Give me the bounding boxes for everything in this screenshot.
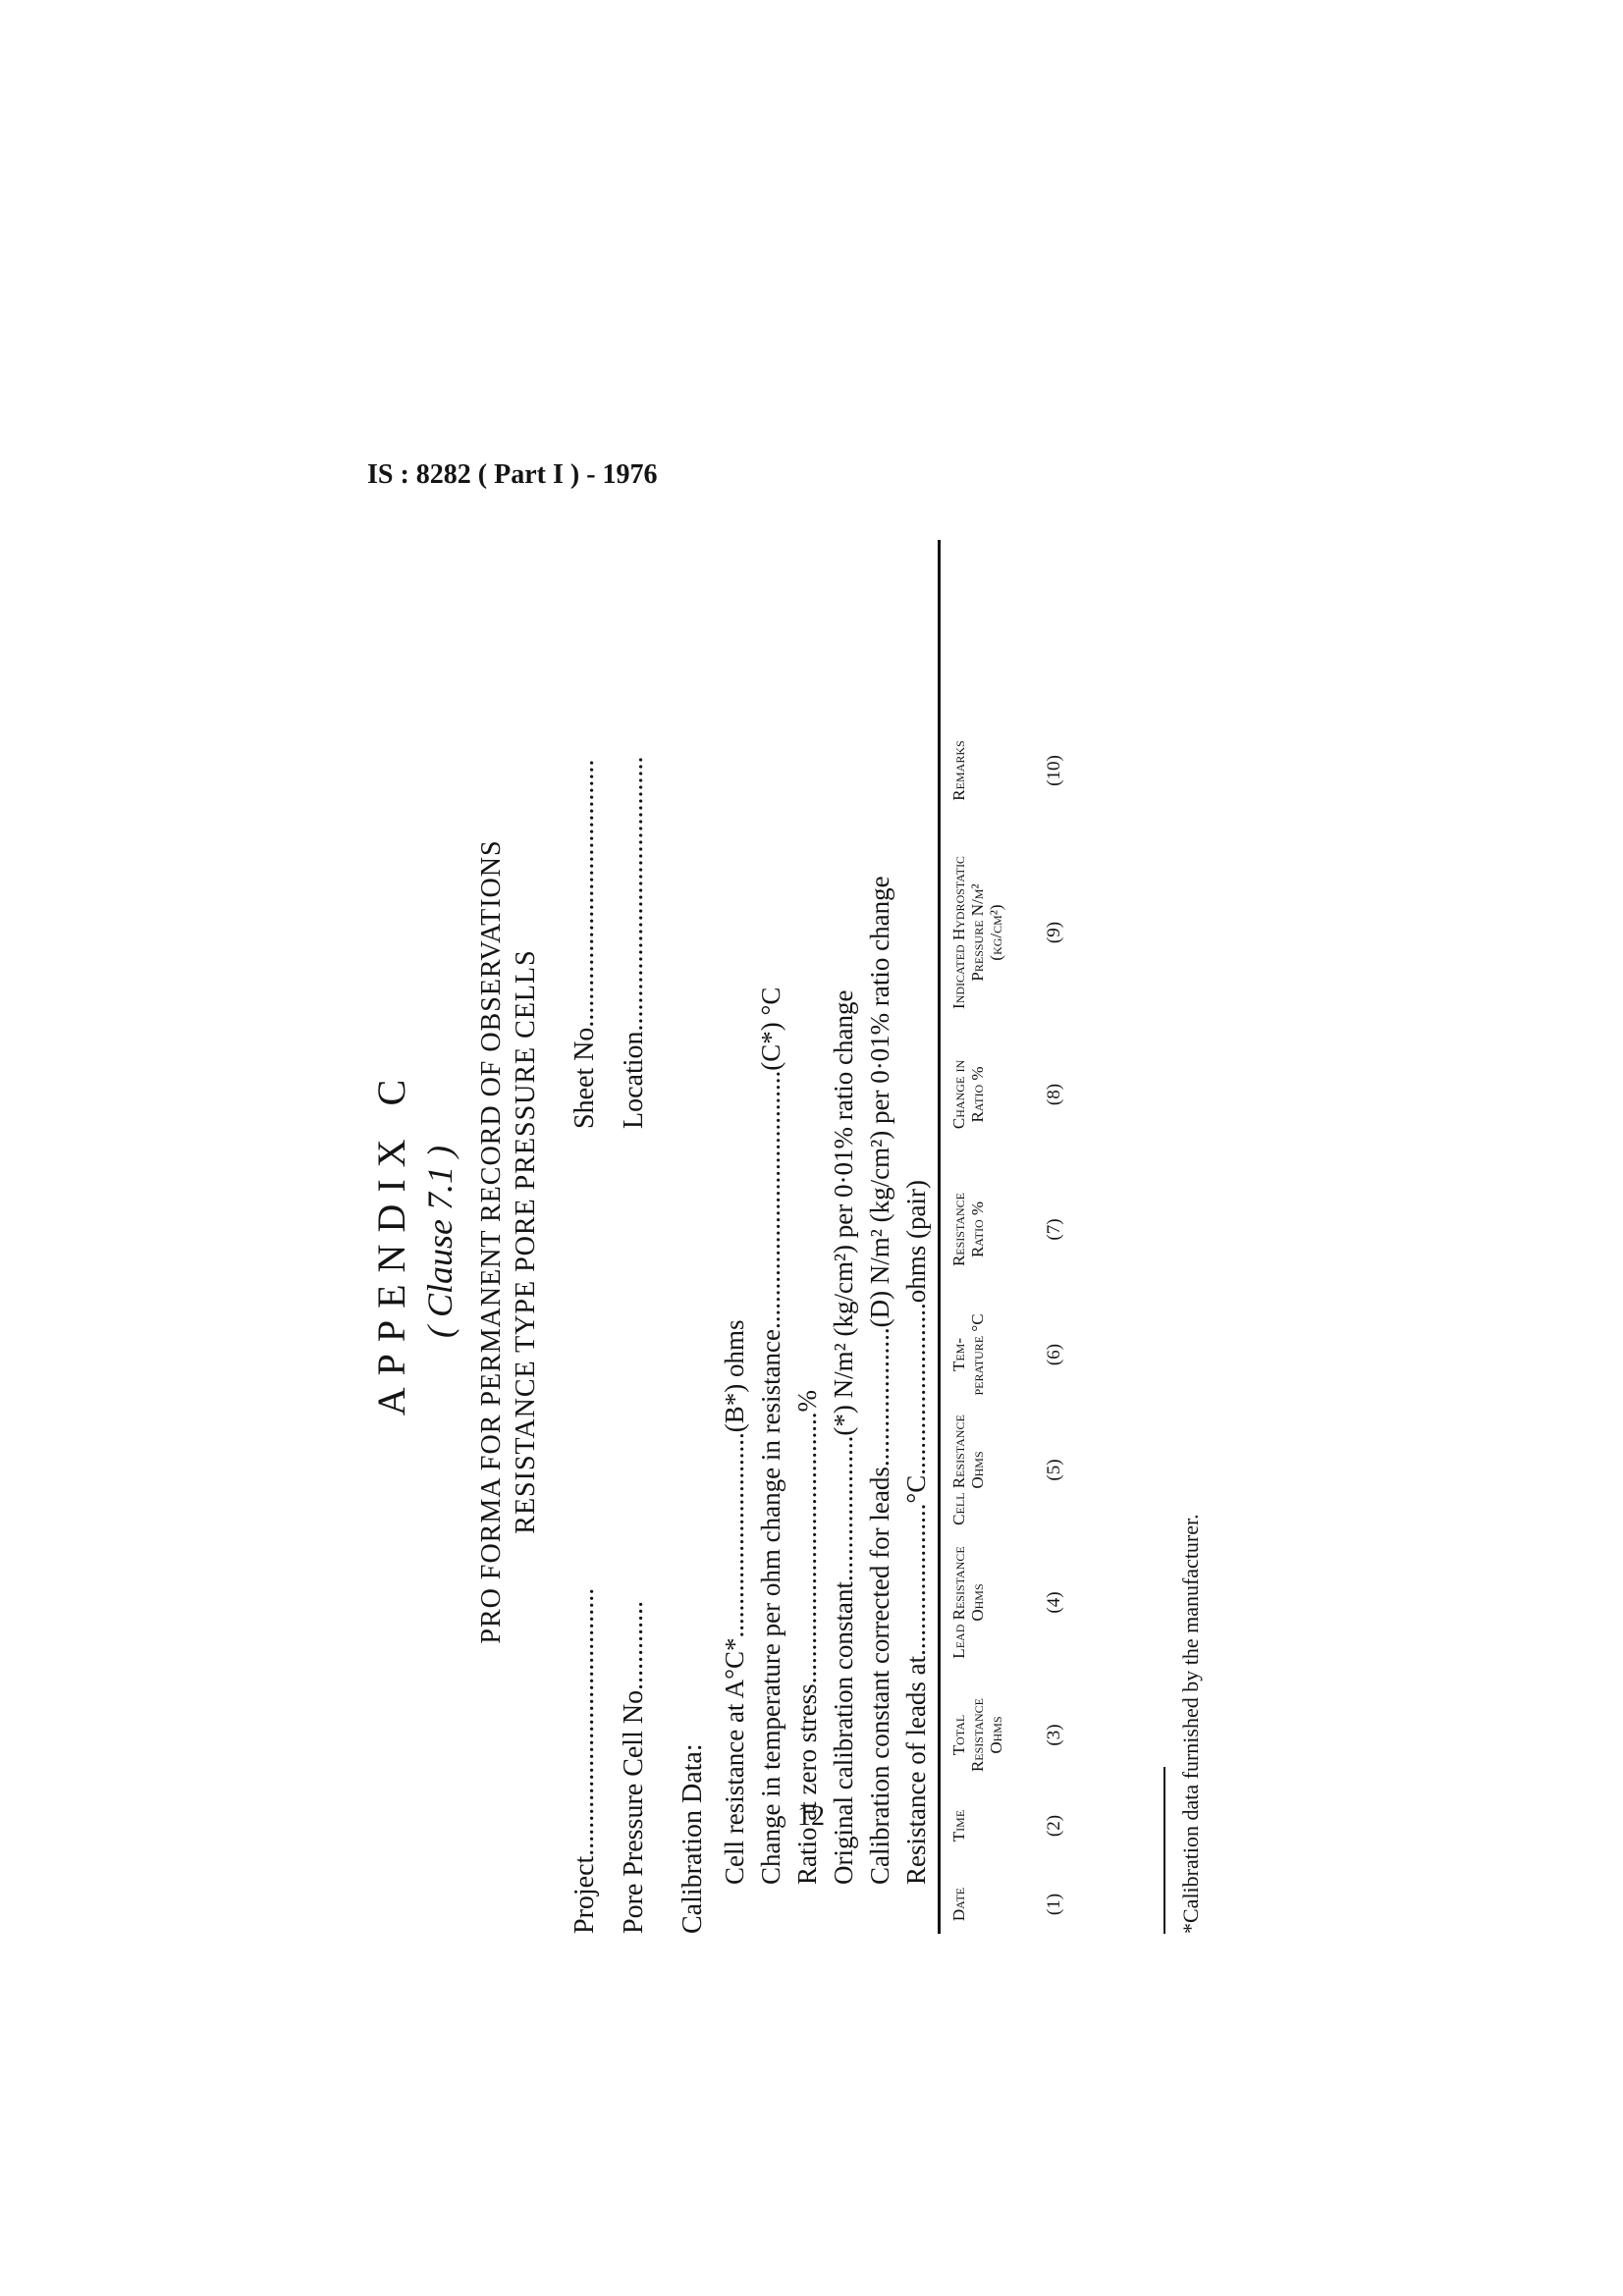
- column-number: (8): [1044, 1083, 1064, 1106]
- column-header: Remarks: [949, 740, 968, 801]
- calibration-item: Cell resistance at A°C*.................…: [720, 1319, 749, 1886]
- column-header: Resistance Ratio %: [949, 1192, 987, 1267]
- column-header: Total Resistance Ohms: [949, 1697, 1005, 1773]
- proforma-title-line2: RESISTANCE TYPE PORE PRESSURE CELLS: [511, 949, 541, 1534]
- column-number: (9): [1044, 921, 1064, 944]
- sheet-no-field: Sheet No................................…: [569, 759, 600, 1129]
- column-header: Change in Ratio %: [949, 1059, 987, 1130]
- column-number: (6): [1044, 1343, 1064, 1366]
- column-number: (1): [1044, 1893, 1064, 1916]
- cell-no-field: Pore Pressure Cell No.............: [619, 1600, 649, 1934]
- column-header: Time: [949, 1809, 968, 1842]
- calibration-heading: Calibration Data:: [677, 1743, 708, 1934]
- calibration-item: Change in temperature per ohm change in …: [756, 987, 785, 1885]
- column-number: (5): [1044, 1459, 1064, 1481]
- proforma-title-line1: PRO FORMA FOR PERMANENT RECORD OF OBSERV…: [476, 839, 507, 1644]
- calibration-item: Original calibration constant...........…: [829, 989, 858, 1885]
- column-number: (7): [1044, 1218, 1064, 1241]
- column-number: (10): [1044, 755, 1064, 786]
- document-id: IS : 8282 ( Part I ) - 1976: [367, 459, 658, 490]
- calibration-item: Resistance of leads at..................…: [901, 1180, 931, 1885]
- table-top-rule: [938, 540, 941, 1934]
- rotated-proforma: APPENDIX C ( Clause 7.1 ) PRO FORMA FOR …: [349, 344, 1438, 1953]
- column-header: Indicated Hydrostatic Pressure N/m² (kg/…: [949, 856, 1005, 1009]
- column-header: Date: [949, 1887, 968, 1922]
- page-number: 12: [797, 1801, 825, 1832]
- footnote-rule: [1163, 1767, 1165, 1934]
- column-header: Cell Resistance Ohms: [949, 1415, 987, 1525]
- clause-reference: ( Clause 7.1 ): [420, 1146, 460, 1338]
- column-header: Tem- perature °C: [949, 1313, 987, 1396]
- appendix-title: APPENDIX C: [369, 1067, 413, 1416]
- footnote: *Calibration data furnished by the manuf…: [1178, 1514, 1203, 1934]
- column-number: (4): [1044, 1591, 1064, 1614]
- project-field: Project.................................…: [569, 1587, 600, 1934]
- location-field: Location................................…: [619, 756, 649, 1129]
- column-number: (2): [1044, 1814, 1064, 1838]
- calibration-item: Calibration constant corrected for leads…: [865, 876, 894, 1885]
- column-number: (3): [1044, 1724, 1064, 1746]
- column-header: Lead Resistance Ohms: [949, 1546, 987, 1659]
